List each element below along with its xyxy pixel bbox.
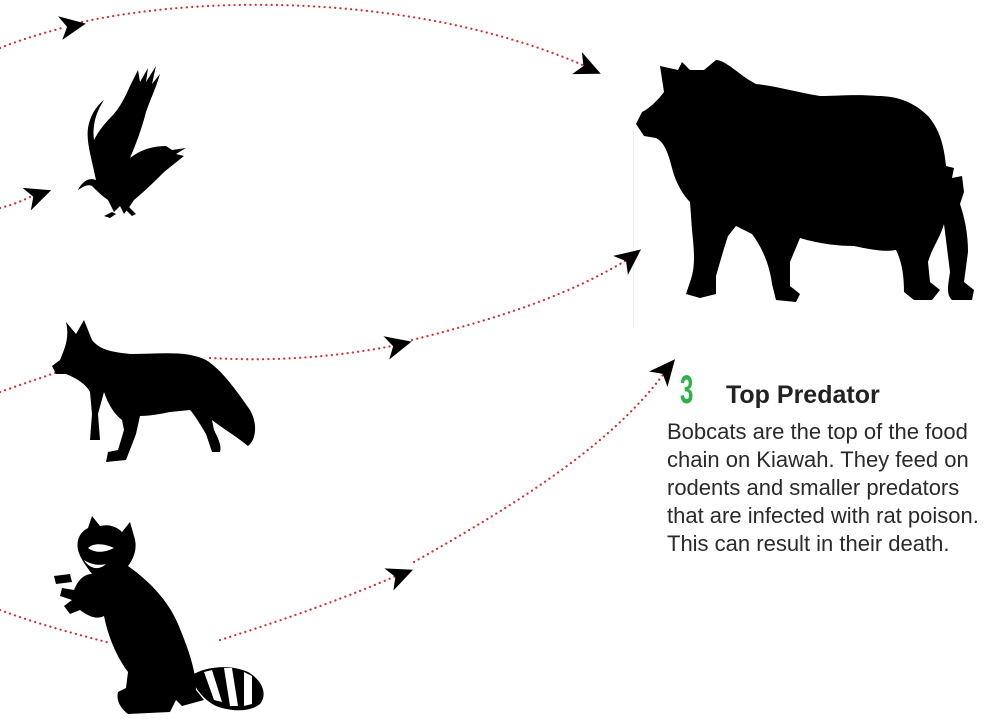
path-fox-to-bobcat xyxy=(412,258,630,340)
arrow-icon xyxy=(23,179,56,210)
fox-icon xyxy=(52,320,255,462)
raccoon-icon xyxy=(54,516,264,714)
path-raccoon-to-bobcat xyxy=(414,362,672,562)
path-top-arc xyxy=(0,28,62,48)
arrow-icon xyxy=(613,240,648,275)
arrow-icon xyxy=(58,12,88,40)
step-title: Top Predator xyxy=(726,380,880,410)
path-to-hawk xyxy=(0,196,32,208)
step-heading: 3 Top Predator xyxy=(680,360,880,410)
path-fox-to-bobcat xyxy=(210,346,392,359)
arrow-icon xyxy=(383,330,414,360)
step-number: 3 xyxy=(680,370,696,410)
path-top-arc xyxy=(82,5,585,66)
path-raccoon-to-bobcat xyxy=(220,576,396,640)
arrowheads xyxy=(23,12,685,591)
bobcat-icon xyxy=(636,60,974,302)
hawk-icon xyxy=(78,66,186,218)
path-fox-to-bobcat xyxy=(0,372,58,392)
arrow-icon xyxy=(649,352,684,387)
arrow-icon xyxy=(572,52,606,85)
step-description: Bobcats are the top of the food chain on… xyxy=(667,418,989,558)
arrow-icon xyxy=(384,559,417,591)
